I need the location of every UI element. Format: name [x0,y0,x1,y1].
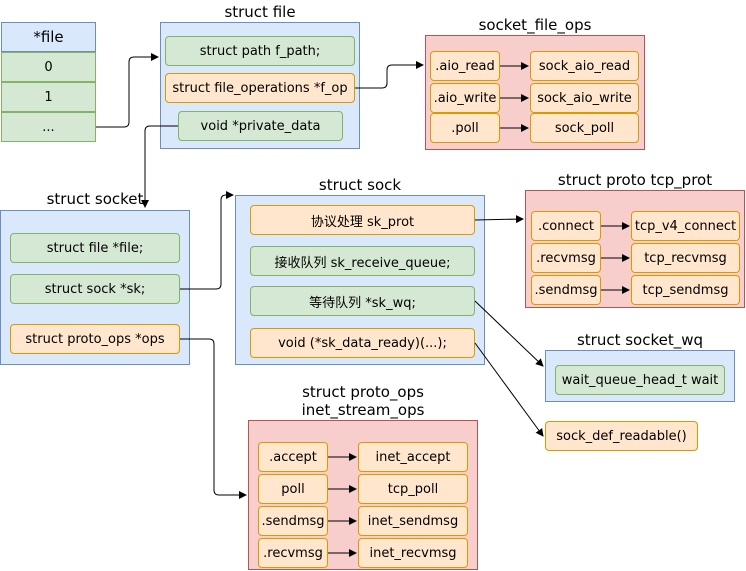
file-array-item-ellipsis: ... [1,112,96,142]
file-array-item-1: 1 [1,82,96,112]
struct-sock-field-sk-prot: 协议处理 sk_prot [250,205,475,235]
struct-file-title: struct file [224,3,296,21]
inet-stream-ops-value-poll: tcp_poll [358,474,468,504]
struct-socket-field-file: struct file *file; [10,233,180,263]
arrow-sk-to-struct-sock [180,191,234,290]
sock-def-readable-box: sock_def_readable() [545,421,698,451]
tcp-prot-value-connect: tcp_v4_connect [631,211,740,241]
inet-stream-ops-value-recvmsg: inet_recvmsg [358,538,468,568]
struct-file-field-f-path: struct path f_path; [165,36,355,66]
struct-sock-title: struct sock [318,176,402,194]
inet-stream-ops-value-accept: inet_accept [358,442,468,472]
tcp-prot-title: struct proto tcp_prot [557,171,713,189]
socket-wq-field-wait: wait_queue_head_t wait [555,365,725,395]
struct-file-field-f-op: struct file_operations *f_op [165,73,355,103]
socket-file-ops-value-aio-write: sock_aio_write [530,83,639,113]
arrow-sk-prot-to-tcp-prot [474,215,524,224]
tcp-prot-key-sendmsg: .sendmsg [531,275,601,305]
struct-file-field-private-data: void *private_data [178,111,343,141]
socket-file-ops-title: socket_file_ops [478,16,592,34]
arrow-sk-wq-to-socket-wq [474,300,544,367]
socket-file-ops-value-poll: sock_poll [530,113,639,143]
struct-socket-field-ops: struct proto_ops *ops [10,324,180,354]
arrow-file-array-to-struct-file [96,53,159,128]
socket-file-ops-key-poll: .poll [430,113,500,143]
inet-stream-ops-value-sendmsg: inet_sendmsg [358,506,468,536]
struct-sock-field-sk-data-ready: void (*sk_data_ready)(...); [250,328,475,358]
file-array-item-0: 0 [1,52,96,82]
struct-sock-field-sk-receive-queue: 接收队列 sk_receive_queue; [250,246,475,276]
struct-socket-field-sk: struct sock *sk; [10,274,180,304]
inet-stream-ops-key-poll: poll [258,474,328,504]
tcp-prot-key-connect: .connect [531,211,601,241]
tcp-prot-key-recvmsg: .recvmsg [531,243,601,273]
tcp-prot-value-sendmsg: tcp_sendmsg [631,275,740,305]
inet-stream-ops-key-accept: .accept [258,442,328,472]
arrow-private-data-to-struct-socket [141,125,178,208]
inet-stream-ops-title-line2: inet_stream_ops [301,401,425,419]
struct-socket-title: struct socket [46,190,144,208]
arrow-f-op-to-socket-file-ops [355,61,424,89]
inet-stream-ops-title-line1: struct proto_ops [302,383,424,401]
arrow-sk-data-ready-to-sock-def-readable [474,342,544,437]
socket-file-ops-value-aio-read: sock_aio_read [530,51,639,81]
arrow-ops-to-inet-stream-ops [180,338,247,499]
socket-wq-title: struct socket_wq [576,331,704,349]
struct-sock-field-sk-wq: 等待队列 *sk_wq; [250,286,475,316]
inet-stream-ops-key-sendmsg: .sendmsg [258,506,328,536]
socket-file-ops-key-aio-write: .aio_write [430,83,500,113]
tcp-prot-value-recvmsg: tcp_recvmsg [631,243,740,273]
inet-stream-ops-key-recvmsg: .recvmsg [258,538,328,568]
file-array-header: *file [1,22,96,52]
socket-file-ops-key-aio-read: .aio_read [430,51,500,81]
